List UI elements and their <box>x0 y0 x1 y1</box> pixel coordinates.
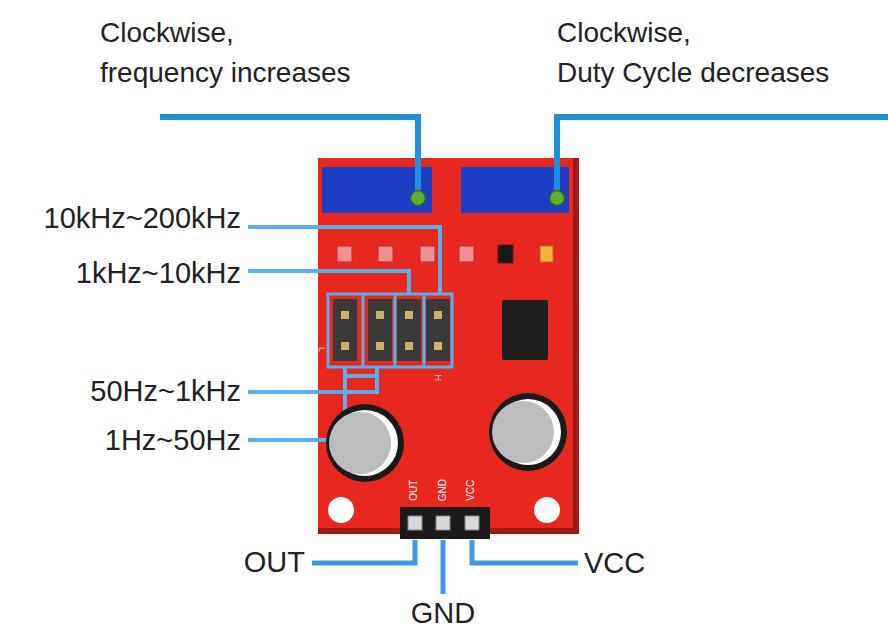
silk-label: L <box>316 347 327 352</box>
capacitor <box>489 393 567 471</box>
leader-line <box>160 117 418 192</box>
callout-text: Clockwise, frequency increases <box>100 13 351 93</box>
trimpot-screw <box>411 191 426 206</box>
range-leaders <box>248 227 440 440</box>
pin-label: GND <box>411 595 475 631</box>
ic-chip <box>502 300 548 360</box>
pin-label: VCC <box>584 545 645 581</box>
pcb-board <box>318 158 573 528</box>
silk-pin-label: OUT <box>409 479 422 500</box>
silk-label: H <box>431 375 442 382</box>
board-shadow <box>318 158 579 534</box>
pin-header <box>400 507 490 539</box>
trimpot-screw <box>550 191 565 206</box>
range-label: 1kHz~10kHz <box>76 255 241 291</box>
range-label: 50Hz~1kHz <box>90 373 241 409</box>
jumper-header <box>328 294 452 367</box>
mounting-hole <box>328 497 354 523</box>
mounting-hole <box>534 497 560 523</box>
pin-leaders <box>312 540 578 594</box>
callout-text: Clockwise, Duty Cycle decreases <box>557 13 829 93</box>
leader-line <box>557 117 888 192</box>
range-label: 10kHz~200kHz <box>44 200 241 236</box>
silk-pin-label: GND <box>437 479 450 501</box>
silk-pin-label: VCC <box>466 479 479 500</box>
pin-label: OUT <box>244 544 305 580</box>
range-label: 1Hz~50Hz <box>105 422 241 458</box>
capacitor <box>326 404 404 482</box>
duty-trimpot <box>461 167 569 213</box>
smd-parts <box>337 245 553 263</box>
